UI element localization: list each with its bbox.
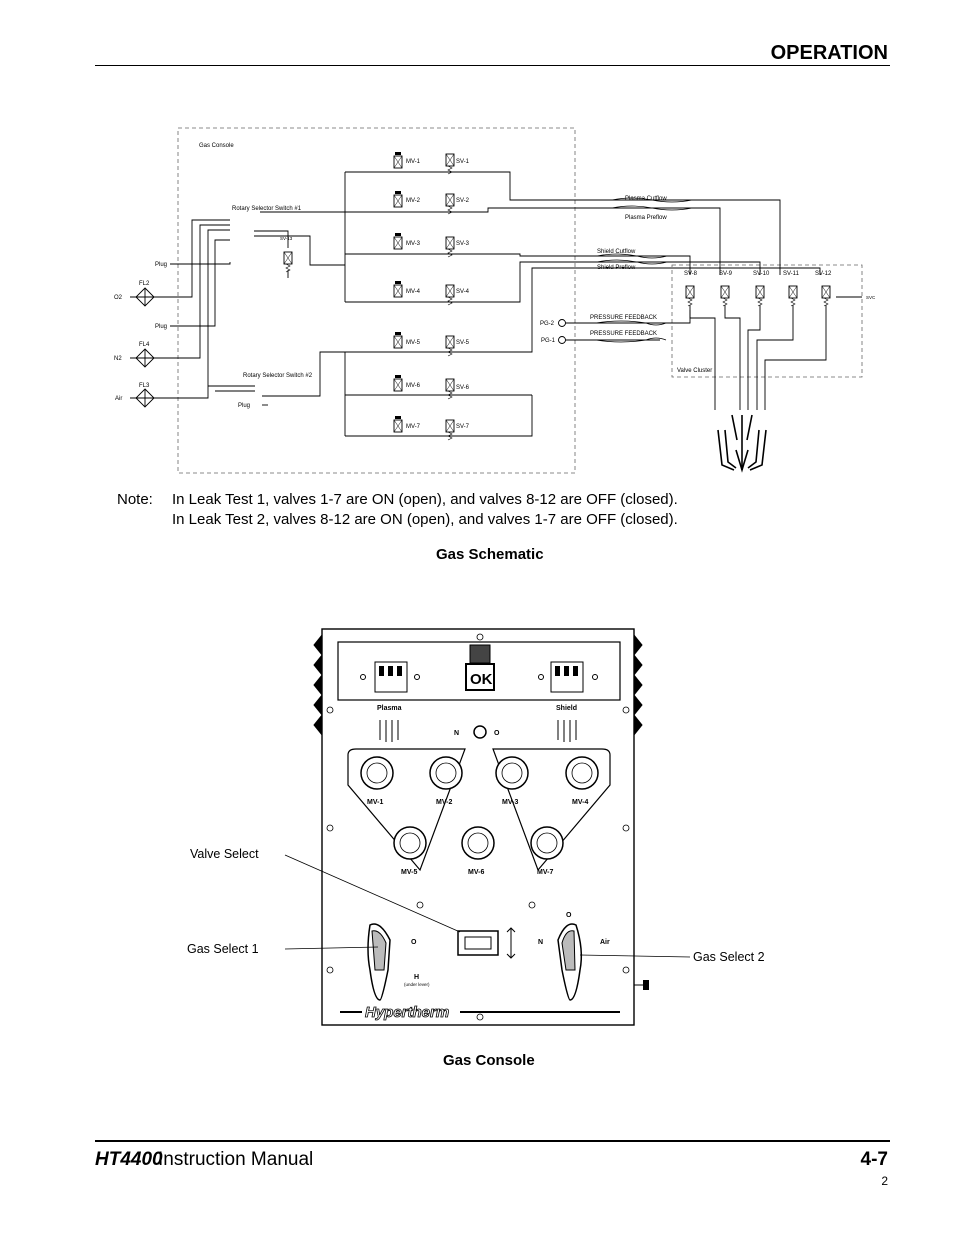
gas-console-label: Gas Console xyxy=(199,143,234,149)
sv2-label: SV-2 xyxy=(456,198,470,204)
under-lever-label: (under lever) xyxy=(404,982,430,987)
gas-console-caption: Gas Console xyxy=(443,1052,535,1069)
gas-schematic: Gas Console Rotary Selector Switch #1 Ro… xyxy=(114,127,876,474)
mv3-label: MV-3 xyxy=(406,241,421,247)
rotary-switch-1-label: Rotary Selector Switch #1 xyxy=(232,206,302,212)
sv3-label: SV-3 xyxy=(456,241,470,247)
shield-cutflow-label: Shield Cutflow xyxy=(597,249,636,255)
mv7-label: MV-7 xyxy=(406,424,421,430)
sv8-label: SV-8 xyxy=(684,271,698,277)
gas-select-1-callout: Gas Select 1 xyxy=(187,942,259,956)
plug-label-1: Plug xyxy=(155,262,167,268)
inlet-n2-label: N2 xyxy=(114,356,122,362)
sv13-label: SV-13 xyxy=(280,236,293,241)
mv5-label: MV-5 xyxy=(406,340,421,346)
gas-schematic-caption: Gas Schematic xyxy=(436,546,544,563)
note-line-2: In Leak Test 2, valves 8-12 are ON (open… xyxy=(172,511,678,528)
gas-select-1-o2-label: O xyxy=(411,939,417,946)
plasma-label: Plasma xyxy=(377,705,402,712)
shield-preflow-label: Shield Preflow xyxy=(597,265,636,271)
pressure-feedback-label-2: PRESSURE FEEDBACK xyxy=(590,331,657,337)
sv1-label: SV-1 xyxy=(456,159,470,165)
plug-label-2: Plug xyxy=(155,324,167,330)
n2-label: N xyxy=(454,730,459,737)
footer-rule xyxy=(95,1140,890,1142)
o2-label: O xyxy=(494,730,500,737)
knob-label-mv5: MV-5 xyxy=(401,869,417,876)
sv9-label: SV-9 xyxy=(719,271,733,277)
page-number: 2 xyxy=(881,1174,888,1188)
sv7-label: SV-7 xyxy=(456,424,470,430)
mv1-label: MV-1 xyxy=(406,159,421,165)
gas-select-2-o2-label: O xyxy=(566,912,572,919)
inlet-air-label: Air xyxy=(115,396,122,402)
section-title: OPERATION xyxy=(770,42,888,64)
sv4-label: SV-4 xyxy=(456,289,470,295)
sv12-label: SV-12 xyxy=(815,271,832,277)
knob-label-mv4: MV-4 xyxy=(572,799,588,806)
footer-manual-title: Instruction Manual xyxy=(158,1149,314,1170)
inlet-fl2-label: FL2 xyxy=(139,281,150,287)
callout-leader-lines xyxy=(284,854,691,958)
pg2-label: PG-2 xyxy=(540,321,555,327)
gas-select-2-air-label: Air xyxy=(600,939,610,946)
mv6-label: MV-6 xyxy=(406,383,421,389)
shield-label: Shield xyxy=(556,705,577,712)
mv2-label: MV-2 xyxy=(406,198,421,204)
gas-select-2-callout: Gas Select 2 xyxy=(693,950,765,964)
pressure-feedback-label-1: PRESSURE FEEDBACK xyxy=(590,315,657,321)
pg1-label: PG-1 xyxy=(541,338,556,344)
knob-label-mv3: MV-3 xyxy=(502,799,518,806)
gas-console-drawing: OK Plasma Shield N O MV-1 MV-2 MV-3 MV-4… xyxy=(313,628,649,1026)
gas-console-boundary xyxy=(177,127,576,474)
sv11-label: SV-11 xyxy=(783,271,800,277)
gas-select-1-h35-label: H xyxy=(414,974,419,981)
knob-label-mv2: MV-2 xyxy=(436,799,452,806)
sv6-label: SV-6 xyxy=(456,385,470,391)
inlet-fl4-label: FL4 xyxy=(139,342,150,348)
header-rule xyxy=(95,65,890,66)
plasma-preflow-label: Plasma Preflow xyxy=(625,215,667,221)
inlet-fl3-label: FL3 xyxy=(139,383,150,389)
gas-select-2-n2-label: N xyxy=(538,939,543,946)
note-label: Note: xyxy=(117,491,153,508)
brand-logo: Hypertherm xyxy=(365,1004,449,1021)
sv10-label: SV-10 xyxy=(753,271,770,277)
valve-cluster-label: Valve Cluster xyxy=(677,368,712,374)
footer-model: HT4400 xyxy=(95,1149,163,1170)
rotary-switch-2-label: Rotary Selector Switch #2 xyxy=(243,373,313,379)
knob-label-mv1: MV-1 xyxy=(367,799,383,806)
sv5-label: SV-5 xyxy=(456,340,470,346)
knob-label-mv7: MV-7 xyxy=(537,869,553,876)
svc-label: SVC xyxy=(866,295,876,300)
inlet-o2-label: O2 xyxy=(114,295,123,301)
plug-label-3: Plug xyxy=(238,403,250,409)
valve-cluster-boundary xyxy=(671,264,863,378)
knob-label-mv6: MV-6 xyxy=(468,869,484,876)
mv4-label: MV-4 xyxy=(406,289,421,295)
valve-select-callout: Valve Select xyxy=(190,847,259,861)
footer-page-ref: 4-7 xyxy=(860,1149,888,1170)
display-ok: OK xyxy=(470,671,493,688)
note-line-1: In Leak Test 1, valves 1-7 are ON (open)… xyxy=(172,491,678,508)
